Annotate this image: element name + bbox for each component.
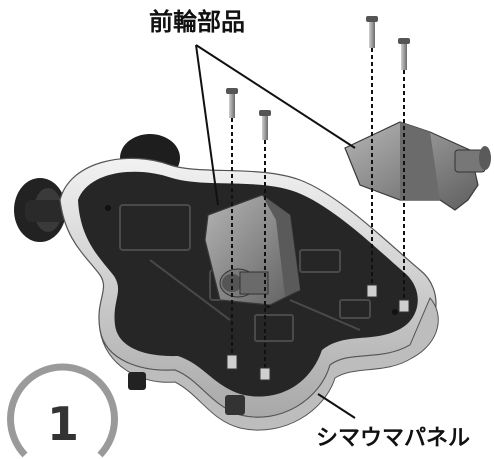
screw-icon [366, 16, 378, 48]
screw-guides [231, 48, 405, 378]
label-zebra-panel: シマウマパネル [316, 426, 470, 451]
screw-icon [226, 88, 238, 118]
step-number: 1 [47, 397, 79, 451]
front-wheel-part-mounted [204, 194, 301, 306]
front-wheel-part-floating [344, 121, 491, 211]
label-front-wheel-part: 前輪部品 [149, 8, 245, 36]
callout-lines [195, 44, 356, 419]
screw-icon [398, 38, 410, 70]
rear-wheel-left [14, 178, 66, 242]
step-badge: 1 [7, 363, 118, 458]
screw-icon [259, 110, 271, 140]
inner-ribs [119, 204, 371, 342]
screws [226, 16, 410, 381]
